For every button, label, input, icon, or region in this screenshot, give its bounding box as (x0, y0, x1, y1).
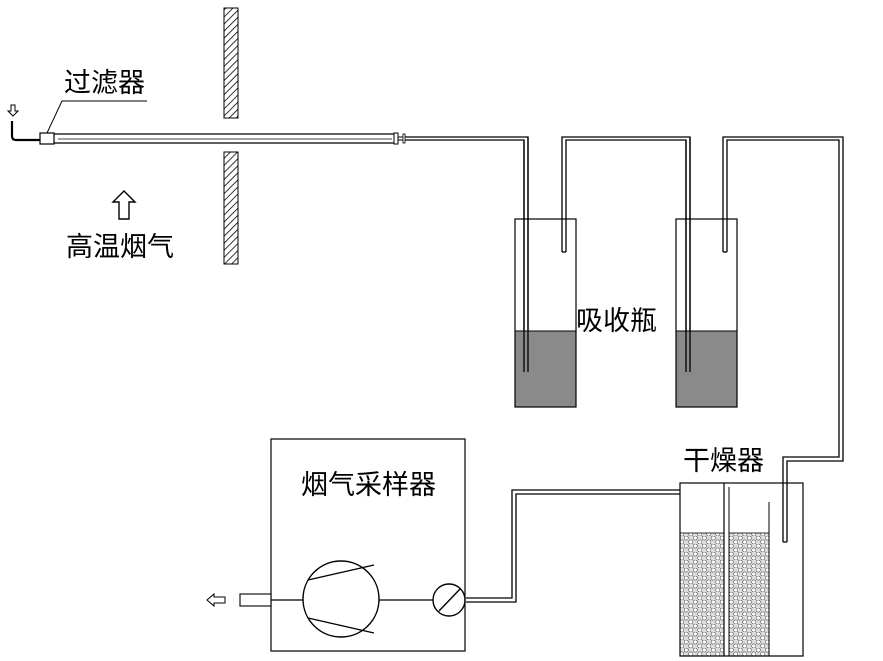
filter-label: 过滤器 (64, 68, 145, 99)
dryer-label: 干燥器 (683, 446, 764, 477)
filter-element (39, 132, 55, 145)
exhaust-arrow-icon (206, 592, 226, 608)
dryer (679, 482, 804, 657)
stack-wall (223, 7, 239, 265)
absorption-bottle-2 (675, 136, 844, 543)
desiccant-right (728, 532, 770, 657)
absorption-bottle-1 (514, 136, 691, 408)
absorption-bottle-label: 吸收瓶 (576, 306, 657, 337)
line-probe-to-bottle1 (405, 136, 529, 372)
stack-wall-upper (223, 7, 239, 119)
exhaust-outlet (239, 593, 272, 607)
pump-icon (302, 560, 380, 638)
stack-wall-lower (223, 151, 239, 265)
flowmeter-icon (432, 583, 466, 617)
line-dryer-to-sampler (466, 489, 680, 603)
up-arrow-icon (111, 190, 137, 220)
desiccant-left (679, 532, 725, 657)
hot-flue-gas-label: 高温烟气 (66, 232, 174, 263)
flue-gas-sampler (270, 438, 466, 652)
flue-gas-sampler-label: 烟气采样器 (301, 470, 436, 501)
sampling-probe (10, 121, 406, 145)
filter-leader-line (46, 100, 147, 134)
inlet-arrow-icon (6, 104, 20, 117)
